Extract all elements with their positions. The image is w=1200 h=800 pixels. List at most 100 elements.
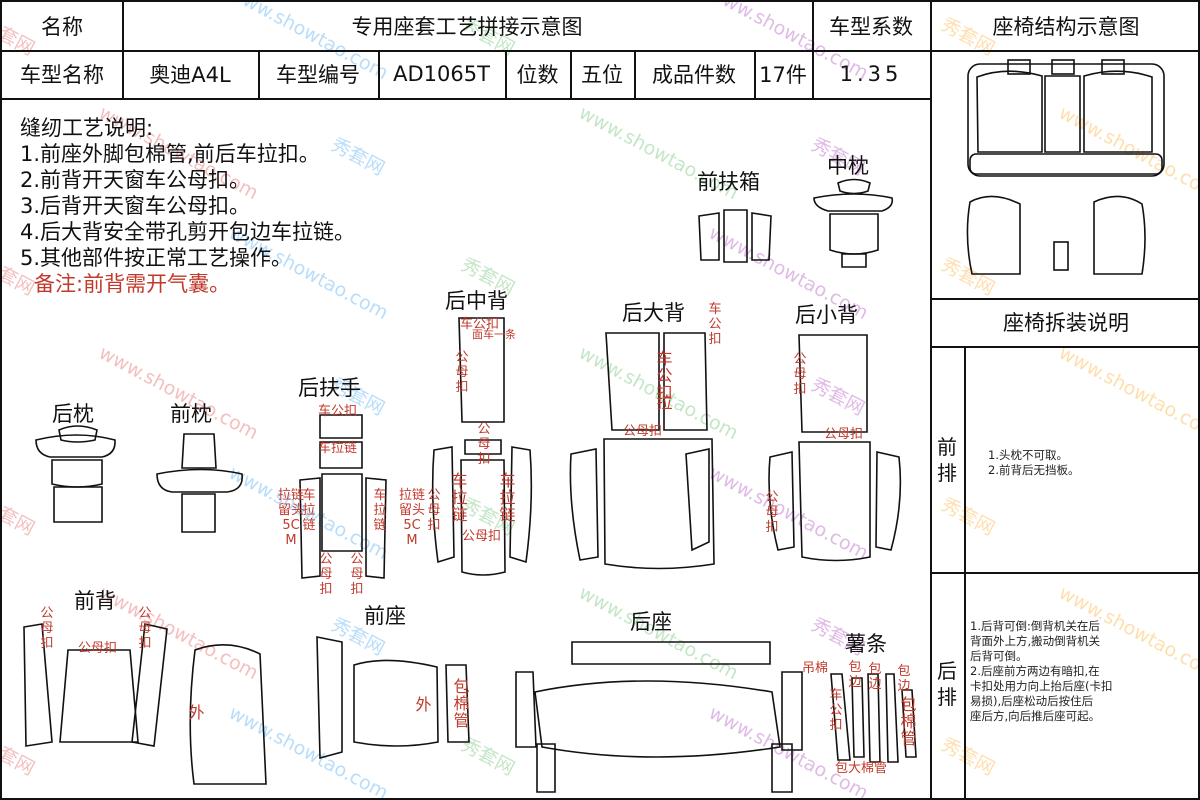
annot-front-seat-wrap-tube: 包棉管	[453, 677, 470, 730]
sewing-note-5: 5.其他部件按正常工艺操作。	[20, 246, 293, 270]
pattern-rear-middle-back-main	[460, 459, 506, 576]
grid-line	[570, 50, 572, 98]
annot-middle-back-female: 公母扣	[455, 350, 469, 395]
part-label-rear-middle-back: 后中背	[445, 289, 508, 313]
annot-big-back-pull: 拉	[656, 393, 673, 412]
grid-line	[754, 50, 756, 98]
pattern-middle-pillow-band	[813, 193, 894, 212]
pattern-rear-seat-band	[571, 641, 771, 665]
pattern-rear-big-back-left	[605, 332, 660, 431]
pattern-middle-pillow-top	[837, 178, 871, 195]
pattern-rear-seat-main	[534, 680, 781, 758]
structure-rear-headrest-right	[1101, 59, 1125, 75]
pattern-front-back-side-left	[23, 623, 53, 747]
pattern-rear-small-back-top	[798, 334, 868, 433]
annot-front-seat-outer-2: 外	[415, 695, 432, 714]
pattern-strip-3	[867, 673, 881, 763]
pattern-rear-big-back-side-right	[685, 448, 710, 552]
annot-car-buckle: 车公扣	[318, 404, 358, 419]
pattern-rear-small-back-side-left	[768, 451, 795, 551]
annot-zip-leave-right: 拉链留头5CM	[398, 488, 425, 548]
annot-zip-leave-left: 拉链留头5CM	[277, 488, 304, 548]
annot-front-back-female-left: 公母扣	[40, 606, 54, 651]
rear-note-6: 易损),后座松动后按住后	[970, 694, 1094, 708]
annot-zipper-right: 车拉链	[373, 488, 387, 533]
annot-middle-back-bottom-female: 公母扣	[462, 529, 502, 544]
grid-line	[930, 572, 1198, 574]
part-label-rear-small-back: 后小背	[795, 303, 858, 327]
annot-strip-wrap-edge-3: 包边	[897, 664, 911, 694]
annot-big-back-female: 公母扣	[623, 424, 663, 439]
part-label-front-armrest-box: 前扶箱	[697, 170, 760, 194]
pattern-rear-pillow-back	[53, 486, 103, 523]
model-code-label: 车型编号	[276, 63, 360, 87]
grid-line	[2, 50, 1198, 52]
front-note-2: 2.前背后无挡板。	[988, 463, 1080, 477]
coef-value: 1.35	[839, 62, 903, 86]
part-label-front-back: 前背	[74, 589, 116, 613]
grid-line	[930, 298, 1198, 300]
structure-rear-back-middle	[1044, 75, 1081, 153]
disassembly-title: 座椅拆装说明	[1003, 311, 1129, 335]
annot-middle-back-buckle: 车公扣	[460, 317, 500, 332]
rear-note-7: 座后方,向后推后座可起。	[970, 709, 1101, 723]
pattern-rear-middle-back-top	[458, 317, 505, 423]
annot-car-zipper: 车拉链	[318, 441, 358, 456]
annot-armrest-buckle-right: 公母扣	[350, 552, 364, 597]
part-label-front-pillow: 前枕	[170, 402, 212, 426]
grid-line	[634, 50, 636, 98]
structure-rear-headrest-left	[1007, 59, 1031, 75]
pattern-rear-seat-side-right	[781, 671, 803, 751]
annot-small-back-female2: 公母扣	[824, 427, 864, 442]
annot-middle-back-one: 面车一条	[472, 328, 516, 341]
sewing-notes-title: 缝纫工艺说明:	[20, 116, 154, 140]
pattern-rear-pillow-front	[51, 459, 103, 488]
rear-note-2: 背面外上方,搬动倒背机关	[970, 634, 1101, 648]
annot-front-back-female: 公母扣	[78, 641, 118, 656]
grid-line	[122, 2, 124, 98]
pattern-middle-pillow-front	[829, 213, 879, 255]
structure-middle-console	[1053, 241, 1069, 271]
structure-front-seat-left	[966, 195, 1021, 275]
front-row-label: 前排	[937, 435, 957, 485]
part-label-rear-big-back: 后大背	[622, 301, 685, 325]
part-label-rear-armrest: 后扶手	[298, 376, 361, 400]
sewing-remark: 备注:前背需开气囊。	[34, 272, 231, 296]
grid-line	[378, 50, 380, 98]
pattern-rear-seat-side-left	[515, 671, 537, 748]
pattern-rear-middle-back-strip	[464, 439, 502, 455]
pattern-rear-middle-back-left	[431, 446, 455, 564]
part-label-rear-pillow: 后枕	[52, 402, 94, 426]
rear-note-3: 后背可倒。	[970, 649, 1028, 663]
pattern-front-seat-side-right	[445, 664, 470, 743]
structure-rear-bench	[967, 63, 1165, 177]
annot-big-back-car-male: 车公扣	[708, 302, 722, 347]
pattern-strip-5	[901, 689, 917, 758]
sewing-note-3: 3.后背开天窗车公母扣。	[20, 194, 251, 218]
rear-note-1: 1.后背可倒:倒背机关在后	[970, 619, 1100, 633]
grid-line	[930, 346, 1198, 348]
part-label-strip: 薯条	[845, 632, 887, 656]
pattern-rear-small-back-side-right	[875, 451, 902, 551]
rear-note-4: 2.后座前方两边有暗扣,在	[970, 664, 1100, 678]
pieces-value: 17件	[759, 63, 807, 87]
annot-middle-back-side-female: 公母扣	[427, 488, 441, 533]
structure-rear-cushion	[969, 153, 1163, 175]
pattern-middle-pillow-tab	[841, 253, 867, 268]
annot-armrest-buckle-left: 公母扣	[319, 552, 333, 597]
pattern-front-pillow-band	[156, 468, 244, 493]
pattern-front-back-main	[59, 649, 139, 743]
annot-small-back-female: 公母扣	[793, 352, 807, 397]
annot-front-seat-outer-1: 外	[188, 703, 205, 722]
structure-rear-back-left	[976, 70, 1043, 153]
pattern-strip-2	[851, 677, 865, 758]
annot-strip-car-male: 车公扣	[829, 688, 843, 733]
model-code-value: AD1065T	[393, 62, 490, 86]
part-label-front-seat: 前座	[364, 604, 406, 628]
pattern-front-pillow-front	[181, 493, 216, 533]
page-title: 专用座套工艺拼接示意图	[351, 15, 583, 39]
sewing-note-1: 1.前座外脚包棉管,前后车拉扣。	[20, 142, 320, 166]
pattern-rear-small-back-main	[798, 441, 871, 562]
pattern-front-armrest-left	[698, 212, 720, 261]
